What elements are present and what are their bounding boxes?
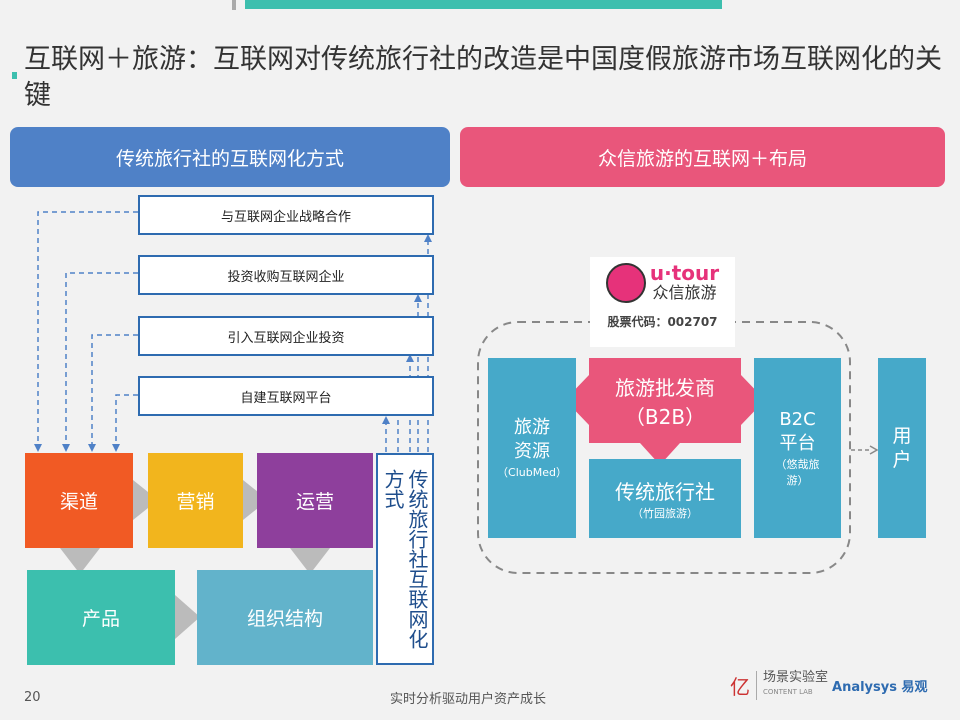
user-box: 用户	[878, 358, 926, 538]
b2c-platform: B2C平台 （悠哉旅游）	[754, 358, 841, 538]
page-title: 互联网＋旅游：互联网对传统旅行社的改造是中国度假旅游市场互联网化的关键	[24, 44, 942, 111]
top-line	[232, 0, 236, 10]
method-investment: 引入互联网企业投资	[138, 316, 434, 356]
wholesaler-title: 旅游批发商	[615, 375, 715, 400]
user-label: 用户	[892, 425, 912, 471]
utour-logo: u·tour 众信旅游 股票代码：002707	[590, 257, 735, 347]
method-acquisition: 投资收购互联网企业	[138, 255, 434, 295]
travel-resource: 旅游资源 （ClubMed）	[488, 358, 576, 538]
b2c-title: B2C平台	[779, 409, 816, 454]
block-product: 产品	[27, 570, 175, 665]
resource-sub: （ClubMed）	[497, 466, 567, 479]
footer-slogan: 实时分析驱动用户资产成长	[390, 692, 547, 707]
title-marker	[12, 72, 17, 79]
analysys-logo: Analysys 易观	[832, 679, 928, 695]
footer-logo: 亿 场景实验室 CONTENT LAB Analysys 易观	[730, 670, 928, 700]
resource-title: 旅游资源	[514, 417, 550, 462]
agency-sub: （竹园旅游）	[632, 507, 698, 520]
traditional-agency: 传统旅行社 （竹园旅游）	[589, 459, 741, 538]
smile-bubble-icon	[605, 263, 646, 303]
wholesaler: 旅游批发商 （B2B）	[589, 358, 741, 443]
block-operation: 运营	[257, 453, 373, 548]
block-organization: 组织结构	[197, 570, 373, 665]
logo-name: 众信旅游	[652, 283, 717, 302]
content-lab-en: CONTENT LAB	[763, 688, 813, 696]
block-channel: 渠道	[25, 453, 133, 548]
stock-code: 股票代码：002707	[607, 315, 718, 329]
b2c-sub: （悠哉旅游）	[775, 458, 820, 487]
vertical-label: 传统旅行社互联网化方式	[381, 469, 429, 649]
block-marketing: 营销	[148, 453, 243, 548]
wholesaler-sub: （B2B）	[624, 404, 706, 429]
right-header: 众信旅游的互联网＋布局	[460, 127, 945, 187]
agency-title: 传统旅行社	[615, 480, 715, 504]
vertical-label-box: 传统旅行社互联网化方式	[376, 453, 434, 665]
method-strategic-cooperation: 与互联网企业战略合作	[138, 195, 434, 235]
content-lab-name: 场景实验室	[763, 670, 829, 685]
top-bar	[245, 0, 722, 9]
logo-brand: u·tour	[649, 261, 720, 285]
method-self-platform: 自建互联网平台	[138, 376, 434, 416]
left-header: 传统旅行社的互联网化方式	[10, 127, 450, 187]
page-number: 20	[24, 690, 41, 705]
